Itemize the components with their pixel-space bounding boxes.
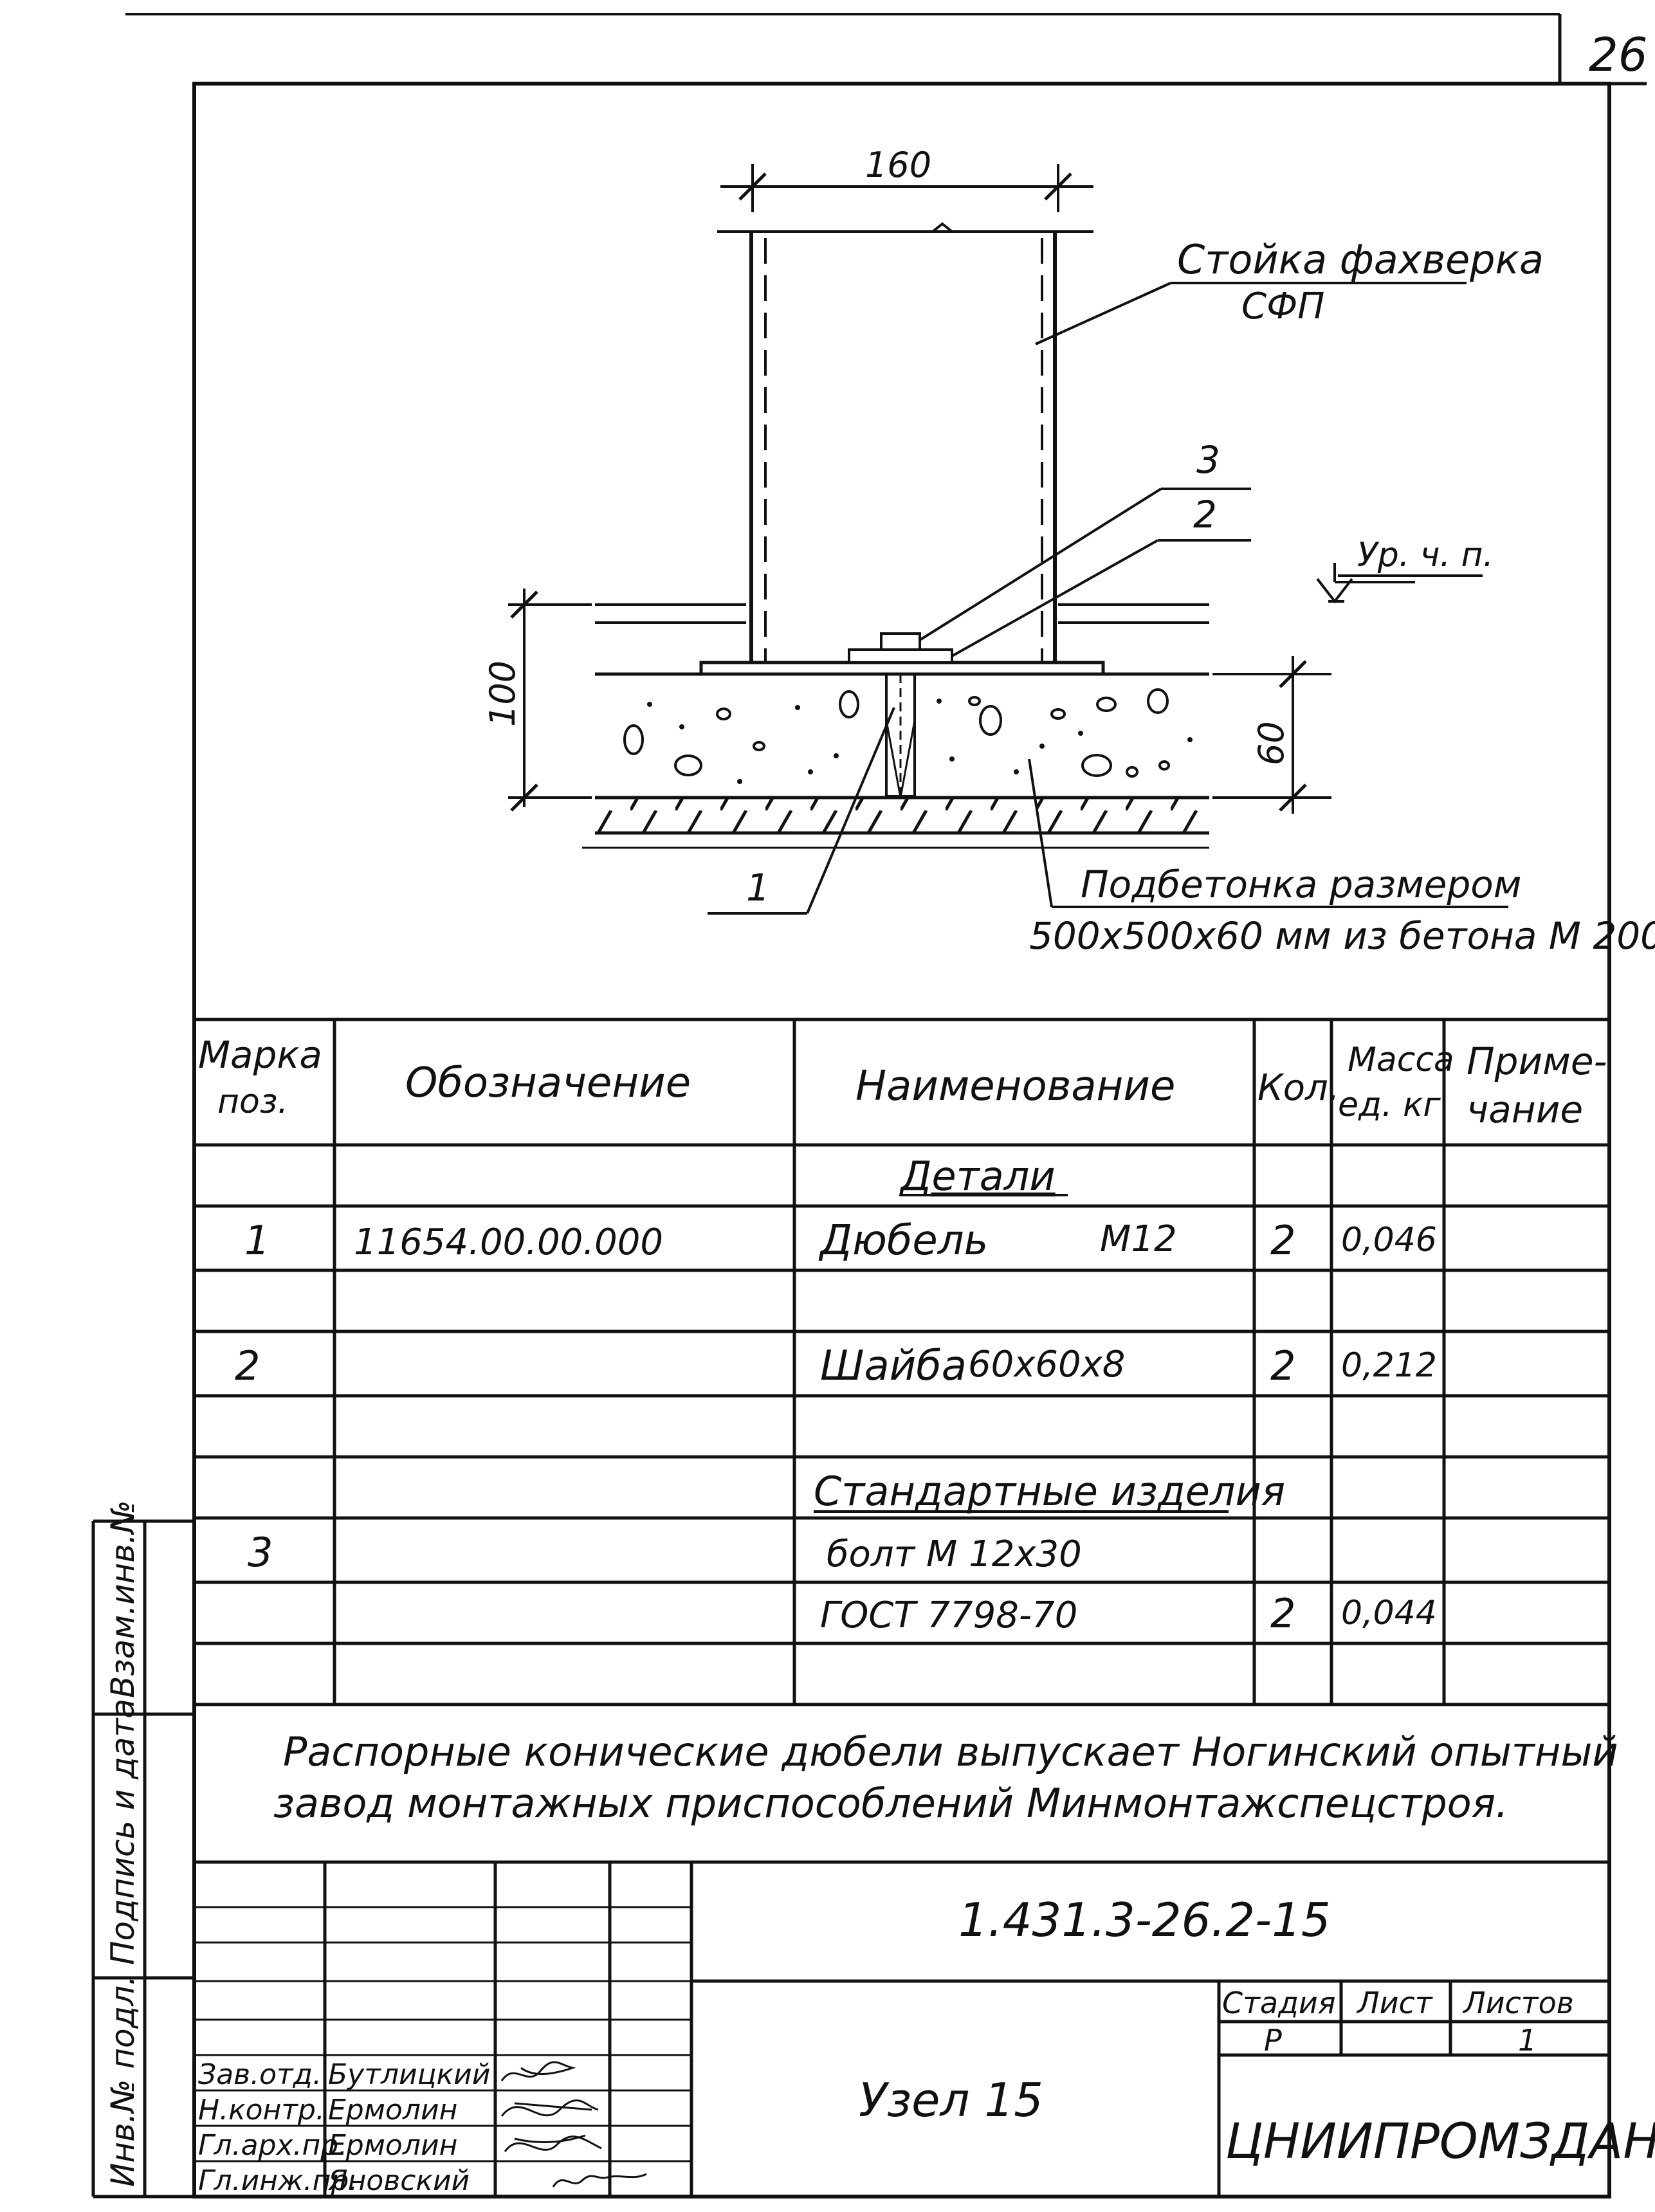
header-mark-line1: Марка: [198, 1033, 322, 1077]
header-mass-line2: ед. кг: [1338, 1086, 1441, 1124]
name-1: Ермолин: [328, 2094, 457, 2126]
floor-level: Ур. ч. п.: [1357, 536, 1494, 574]
side-inv-orig: Инв.№ подл.: [104, 1975, 142, 2187]
main-frame: [192, 82, 1611, 2198]
callout-2: 2: [1193, 493, 1217, 536]
row1-name: Дюбель: [818, 1217, 988, 1265]
stage-value: Р: [1264, 2023, 1282, 2058]
row1-qty: 2: [1270, 1217, 1295, 1264]
role-1: Н.контр.: [198, 2094, 325, 2126]
row2-qty: 2: [1270, 1342, 1295, 1389]
role-0: Зав.отд.: [198, 2058, 322, 2091]
side-inv-sub: Взам.инв.№: [104, 1500, 142, 1698]
base-label-line1: Подбетонка размером: [1081, 863, 1522, 906]
row2-mark: 2: [235, 1342, 260, 1389]
section-details: Детали: [899, 1153, 1056, 1200]
header-note-line2: чание: [1467, 1088, 1583, 1131]
spec-table: [194, 1018, 1609, 1706]
row1-size: М12: [1100, 1218, 1177, 1260]
name-3: Яновский: [327, 2164, 470, 2197]
header-mark-line2: поз.: [217, 1083, 288, 1121]
callout-1: 1: [746, 866, 770, 909]
doc-code: 1.431.3-26.2-15: [958, 1893, 1331, 1947]
stage-label: Стадия: [1222, 1986, 1335, 2020]
dim-height-right: 60: [1251, 721, 1292, 765]
column-label-line1: Стойка фахверка: [1177, 236, 1544, 283]
row3-qty: 2: [1270, 1590, 1295, 1637]
organization: ЦНИИПРОМЗДАНИЙ: [1225, 2112, 1655, 2170]
row2-size: 60х60х8: [968, 1344, 1125, 1385]
header-mass-line1: Масса: [1348, 1041, 1454, 1079]
row2-name: Шайба: [820, 1342, 967, 1390]
sheets-value: 1: [1518, 2023, 1537, 2058]
title: Узел 15: [859, 2073, 1043, 2127]
role-2: Гл.арх.пр.: [198, 2129, 347, 2162]
sheet-number: 26: [1589, 28, 1648, 82]
row1-mass: 0,046: [1341, 1221, 1437, 1259]
section-standard: Стандартные изделия: [814, 1468, 1285, 1515]
row3-name2: ГОСТ 7798-70: [820, 1595, 1077, 1636]
left-margin-strip: [91, 1519, 194, 2198]
dim-width: 160: [865, 145, 931, 185]
side-sign-date: Подпись и дата: [104, 1699, 142, 1965]
role-3: Гл.инж.пр.: [198, 2164, 358, 2197]
header-note-line1: Приме-: [1467, 1039, 1607, 1083]
sheet-label: Лист: [1356, 1986, 1433, 2020]
row3-name: болт М 12х30: [827, 1533, 1082, 1575]
title-block: [194, 1860, 1609, 2197]
row3-mark: 3: [248, 1529, 273, 1576]
row3-mass: 0,044: [1341, 1594, 1437, 1632]
node-drawing: 160 Стойка фахверка СФП: [482, 145, 1655, 958]
column-label-line2: СФП: [1241, 286, 1324, 327]
header-designation: Обозначение: [405, 1059, 691, 1107]
base-label-line2: 500х500х60 мм из бетона М 200: [1029, 914, 1655, 958]
callout-3: 3: [1196, 438, 1220, 482]
note-line2: завод монтажных приспособлений Минмонтаж…: [273, 1780, 1508, 1827]
signatures: [500, 2061, 647, 2188]
header-qty: Кол.: [1257, 1067, 1340, 1109]
row1-designation: 11654.00.00.000: [354, 1221, 663, 1263]
row2-mass: 0,212: [1341, 1346, 1437, 1385]
note-line1: Распорные конические дюбели выпускает Но…: [283, 1728, 1618, 1775]
name-0: Бутлицкий: [328, 2058, 490, 2091]
name-2: Ермолин: [328, 2129, 457, 2162]
sheets-label: Листов: [1462, 1986, 1574, 2020]
row1-mark: 1: [244, 1217, 270, 1264]
header-name: Наименование: [855, 1063, 1175, 1110]
dim-height-left: 100: [482, 661, 523, 727]
